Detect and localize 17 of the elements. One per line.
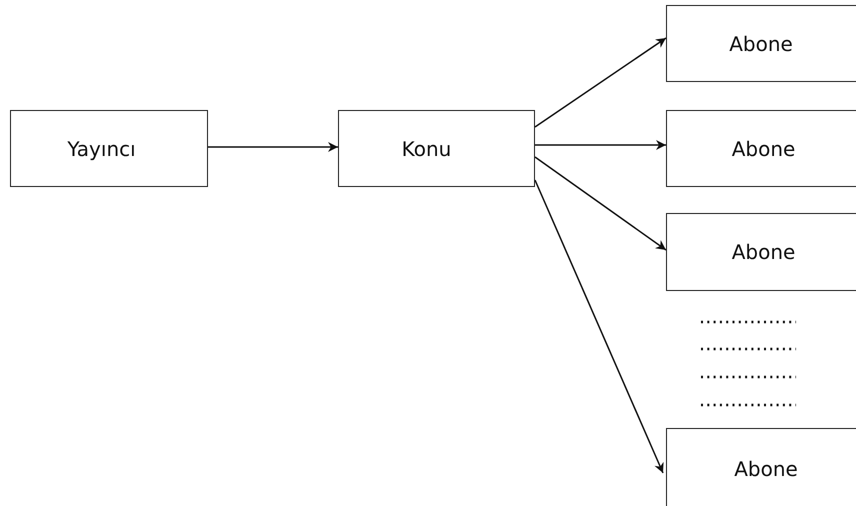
node-label: Abone (732, 240, 796, 264)
arrow (534, 156, 666, 251)
node-label: Abone (729, 32, 793, 56)
process-box (666, 5, 856, 82)
process-box (338, 110, 535, 187)
process-box (666, 110, 856, 187)
process-box (666, 213, 856, 291)
node-label: Abone (732, 136, 796, 160)
arrow (535, 140, 666, 150)
process-box (666, 428, 856, 506)
node-label: Konu (402, 136, 452, 160)
arrow (534, 37, 666, 128)
arrow (208, 142, 338, 152)
process-box (10, 110, 208, 187)
arrow (534, 180, 664, 474)
node-label: Abone (734, 457, 798, 481)
node-label: Yayıncı (67, 136, 136, 160)
